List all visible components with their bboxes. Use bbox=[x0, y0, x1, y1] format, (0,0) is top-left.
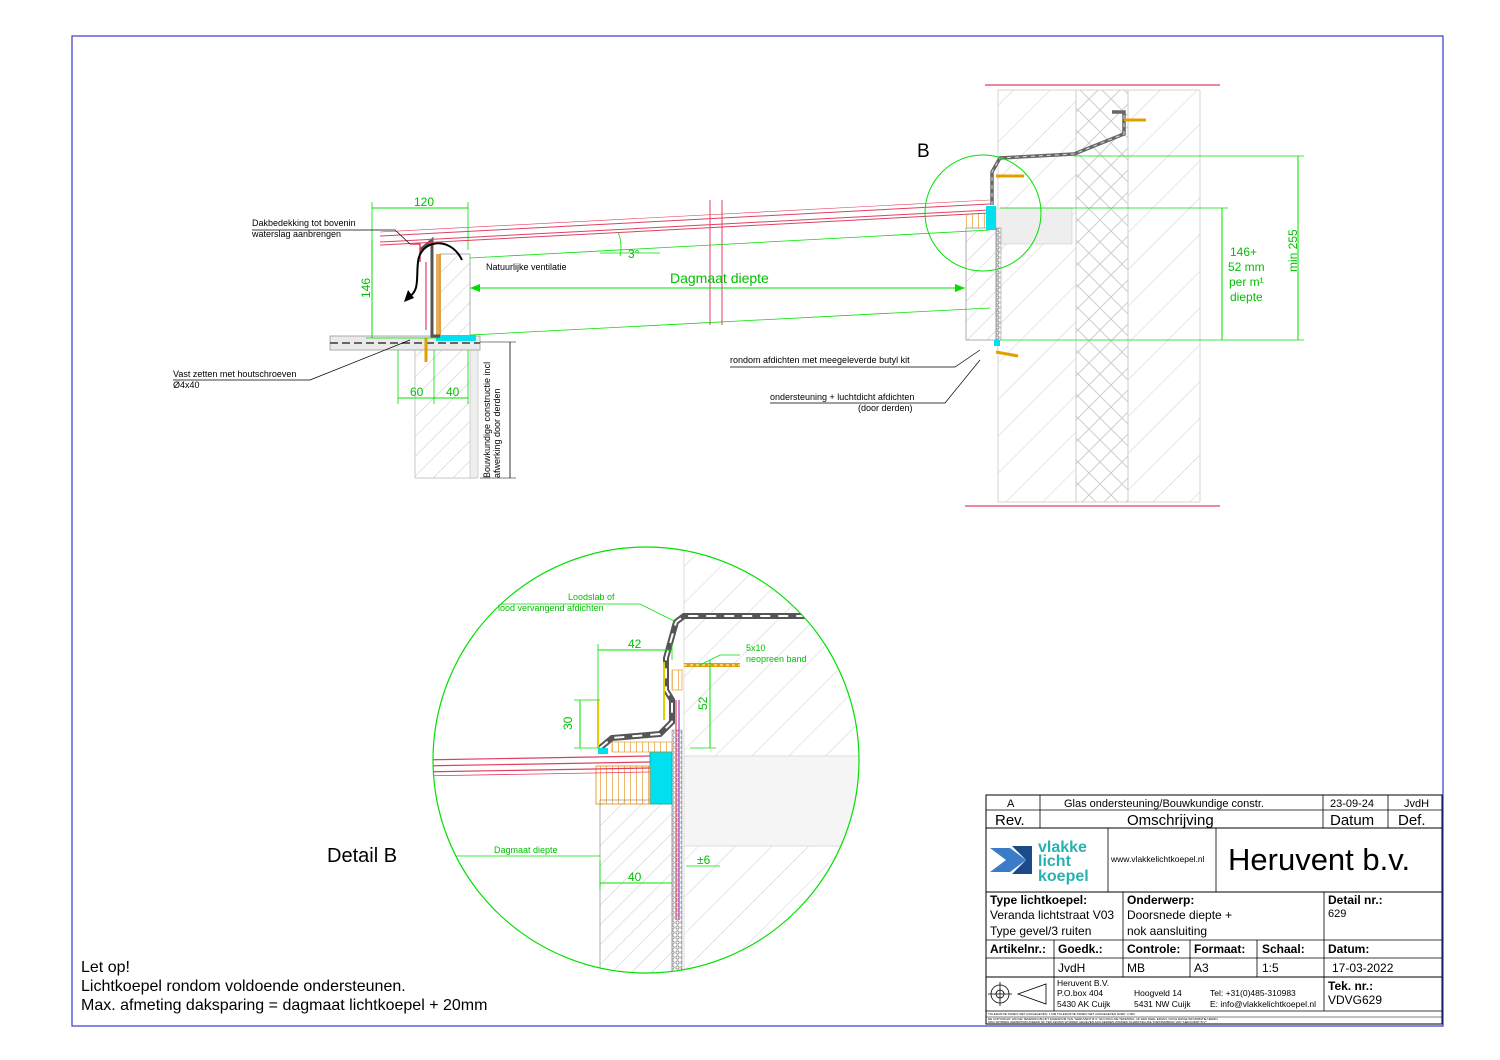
ann-ondersteuning-2: (door derden) bbox=[858, 403, 913, 413]
detail-b bbox=[432, 546, 860, 974]
dim-60: 60 bbox=[410, 385, 424, 399]
right-section bbox=[730, 84, 1304, 507]
det-dim-42: 42 bbox=[628, 637, 642, 651]
ann-ventilatie: Natuurlijke ventilatie bbox=[486, 262, 567, 272]
onderwerp-value-1: Doorsnede diepte + bbox=[1127, 908, 1232, 922]
ann-vastzetten-2: Ø4x40 bbox=[173, 380, 200, 390]
det-dim-40: 40 bbox=[628, 870, 642, 884]
det-5x10-2: neopreen band bbox=[746, 654, 807, 664]
email: E: info@vlakkelichtkoepel.nl bbox=[1210, 999, 1316, 1009]
dagmaat-diepte: Dagmaat diepte bbox=[670, 270, 769, 286]
datum-value: 17-03-2022 bbox=[1332, 961, 1394, 975]
left-section bbox=[329, 202, 516, 479]
address-5: 5431 NW Cuijk bbox=[1134, 999, 1191, 1009]
onderwerp-value-2: nok aansluiting bbox=[1127, 924, 1207, 938]
ann-bouwkundig-1: Bouwkundige constructie incl bbox=[482, 362, 492, 478]
dim-146plus-line4: diepte bbox=[1230, 290, 1263, 304]
fine-print-1: TOLERANTIE INDIEN NIET AANGEGEVEN: 1 MM … bbox=[988, 1012, 1135, 1016]
detailnr-label: Detail nr.: bbox=[1328, 893, 1383, 907]
ann-dakbedekking-1: Dakbedekking tot bovenin bbox=[252, 218, 356, 228]
teknr-value: VDVG629 bbox=[1328, 993, 1382, 1007]
company-name: Heruvent b.v. bbox=[1228, 842, 1410, 877]
rev-date: 23-09-24 bbox=[1330, 798, 1374, 810]
warning-note: Let op! Lichtkoepel rondom voldoende ond… bbox=[81, 958, 487, 1015]
dim-40: 40 bbox=[446, 385, 460, 399]
hdr-def: Def. bbox=[1398, 812, 1426, 829]
hdr-omschrijving: Omschrijving bbox=[1127, 812, 1214, 829]
projection-symbol-icon bbox=[988, 982, 1047, 1006]
address-3: 5430 AK Cuijk bbox=[1057, 999, 1111, 1009]
ann-ondersteuning-1: ondersteuning + luchtdicht afdichten bbox=[770, 392, 914, 402]
note-line-1: Let op! bbox=[81, 959, 130, 976]
controle-value: MB bbox=[1127, 961, 1145, 975]
schaal-value: 1:5 bbox=[1262, 961, 1279, 975]
glass-panel bbox=[379, 199, 991, 336]
det-dim-pm6: ±6 bbox=[697, 853, 711, 867]
rev-by: JvdH bbox=[1404, 798, 1429, 810]
goedk-label: Goedk.: bbox=[1058, 942, 1103, 956]
logo-line1: vlakke bbox=[1038, 839, 1087, 856]
onderwerp-label: Onderwerp: bbox=[1127, 893, 1194, 907]
detailnr-value: 629 bbox=[1328, 908, 1346, 920]
schaal-label: Schaal: bbox=[1262, 942, 1305, 956]
fine-print-3: MAG WORDEN GEREPRODUCEERD OF TER KENNIS … bbox=[988, 1020, 1207, 1024]
teknr-label: Tek. nr.: bbox=[1328, 979, 1373, 993]
address-4: Hoogveld 14 bbox=[1134, 988, 1182, 998]
vlakke-lichtkoepel-logo: vlakke licht koepel bbox=[990, 839, 1089, 885]
left-leaders bbox=[173, 229, 411, 381]
det-loodslab-1: Loodslab of bbox=[568, 592, 615, 602]
dim-146: 146 bbox=[359, 278, 373, 298]
formaat-value: A3 bbox=[1194, 961, 1209, 975]
ann-butyl: rondom afdichten met meegeleverde butyl … bbox=[730, 355, 910, 365]
dim-3-degrees: 3° bbox=[628, 247, 640, 261]
website: www.vlakkelichtkoepel.nl bbox=[1110, 854, 1205, 864]
goedk-value: JvdH bbox=[1058, 961, 1085, 975]
fine-print-2: DE COPYRIGHT VAN DE TEKENING BLIJFT EIGE… bbox=[988, 1017, 1219, 1021]
det-dim-52: 52 bbox=[696, 696, 710, 710]
ann-bouwkundig-2: afwerking door derden bbox=[492, 388, 502, 478]
logo-line2: licht bbox=[1038, 853, 1072, 870]
controle-label: Controle: bbox=[1127, 942, 1180, 956]
hdr-datum: Datum bbox=[1330, 812, 1374, 829]
rev-description: Glas ondersteuning/Bouwkundige constr. bbox=[1064, 798, 1264, 810]
det-dagmaat: Dagmaat diepte bbox=[494, 845, 558, 855]
note-line-3: Max. afmeting daksparing = dagmaat licht… bbox=[81, 997, 488, 1014]
title-block: A Glas ondersteuning/Bouwkundige constr.… bbox=[985, 794, 1443, 1025]
rev-letter: A bbox=[1007, 798, 1015, 810]
det-loodslab-2: lood vervangend afdichten bbox=[498, 603, 604, 613]
artikelnr-label: Artikelnr.: bbox=[990, 942, 1046, 956]
det-5x10-1: 5x10 bbox=[746, 643, 766, 653]
type-value-1: Veranda lichtstraat V03 bbox=[990, 908, 1114, 922]
detail-b-title: Detail B bbox=[327, 845, 397, 867]
dim-146plus-line3: per m¹ bbox=[1229, 275, 1264, 289]
type-value-2: Type gevel/3 ruiten bbox=[990, 924, 1091, 938]
dim-146plus-line1: 146+ bbox=[1230, 245, 1257, 259]
formaat-label: Formaat: bbox=[1194, 942, 1245, 956]
dim-120: 120 bbox=[414, 195, 434, 209]
sheet-frame bbox=[71, 35, 1444, 1027]
hdr-rev: Rev. bbox=[995, 812, 1025, 829]
ann-vastzetten-1: Vast zetten met houtschroeven bbox=[173, 369, 296, 379]
address-1: Heruvent B.V. bbox=[1057, 978, 1109, 988]
dim-min-255: min 255 bbox=[1286, 229, 1300, 272]
detail-b-marker: B bbox=[917, 141, 930, 162]
dim-146plus-line2: 52 mm bbox=[1228, 260, 1265, 274]
ann-dakbedekking-2: waterslag aanbrengen bbox=[251, 229, 341, 239]
telephone: Tel: +31(0)485-310983 bbox=[1210, 988, 1296, 998]
det-dim-30: 30 bbox=[561, 716, 575, 730]
datum-label: Datum: bbox=[1328, 942, 1369, 956]
logo-line3: koepel bbox=[1038, 868, 1089, 885]
note-line-2: Lichtkoepel rondom voldoende ondersteune… bbox=[81, 978, 406, 995]
address-2: P.O.box 404 bbox=[1057, 988, 1103, 998]
type-label: Type lichtkoepel: bbox=[990, 893, 1087, 907]
